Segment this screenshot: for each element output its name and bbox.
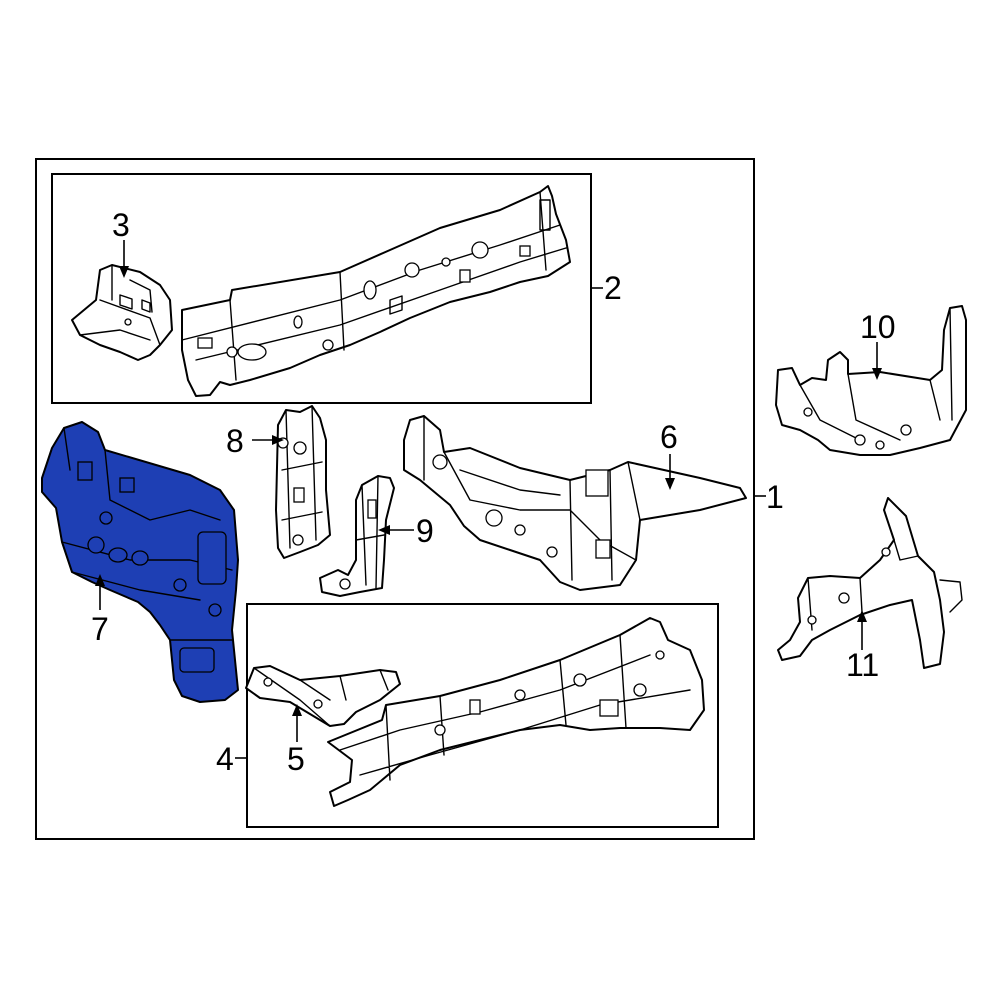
callout-11: 11 (846, 647, 879, 683)
callout-2: 2 (604, 270, 622, 306)
part-11-support-bracket[interactable] (777, 497, 963, 669)
part-5-rail-extension[interactable] (245, 665, 401, 727)
outer-frame (35, 158, 755, 840)
box-group-4 (246, 603, 719, 828)
part-10-mount-bracket[interactable] (775, 305, 967, 456)
part-2-upper-rail[interactable] (181, 185, 571, 397)
callout-1: 1 (766, 479, 784, 515)
part-8-reinforcement[interactable] (275, 405, 331, 559)
part-7-inner-panel[interactable] (41, 421, 239, 703)
callout-10: 10 (860, 309, 896, 345)
callout-3: 3 (112, 207, 130, 243)
callout-7: 7 (91, 611, 109, 647)
part-4-lower-rail[interactable] (327, 617, 705, 807)
callout-8: 8 (226, 423, 244, 459)
callout-5: 5 (287, 741, 305, 777)
callout-4: 4 (216, 741, 234, 777)
part-3-rail-bracket[interactable] (71, 264, 173, 361)
leader-arrowheads (95, 266, 882, 716)
callout-9: 9 (416, 513, 434, 549)
part-9-brace[interactable] (319, 475, 395, 597)
part-6-apron-rail[interactable] (403, 415, 747, 591)
callout-6: 6 (660, 419, 678, 455)
